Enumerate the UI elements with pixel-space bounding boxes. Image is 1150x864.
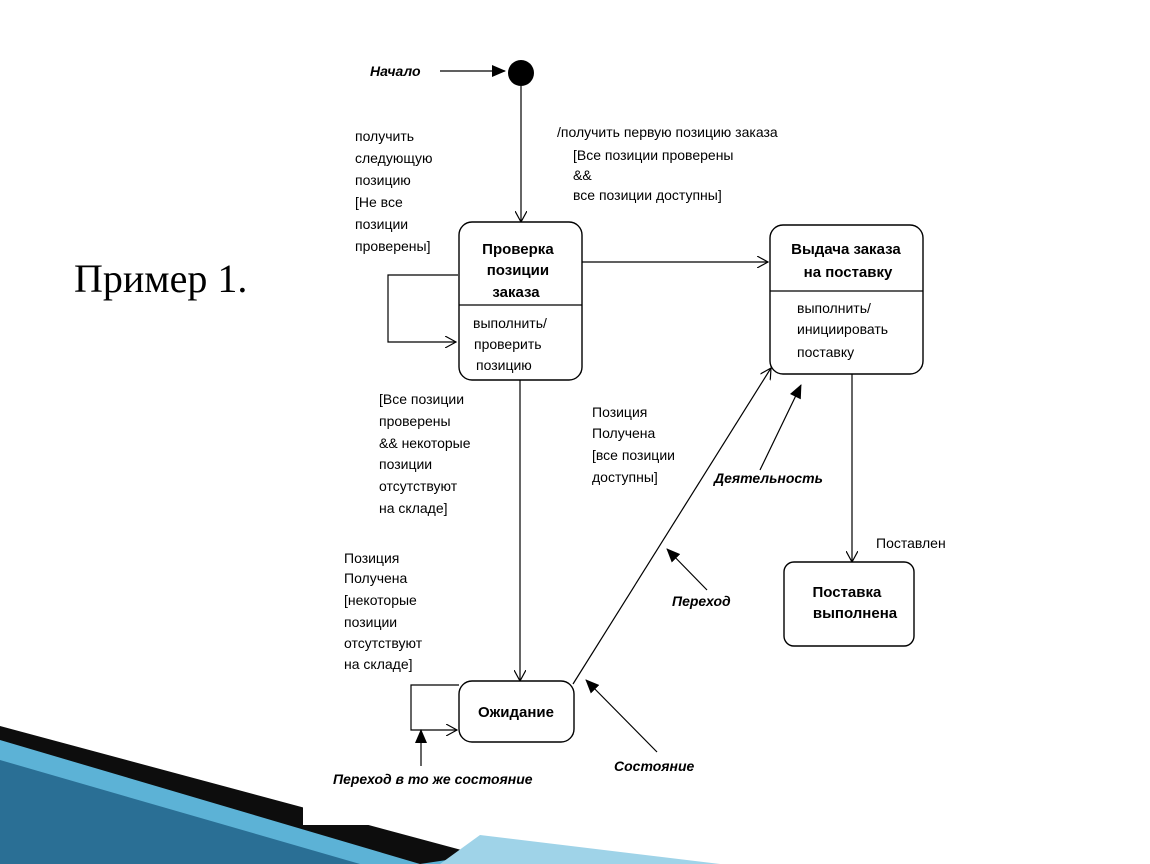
callout-self-transition-label: Переход в то же состояние bbox=[333, 771, 533, 787]
state-check-name: Проверка позиции заказа bbox=[482, 241, 558, 301]
initial-state-node bbox=[508, 60, 534, 86]
state-dispatch-name: Выдача заказа на поставку bbox=[791, 241, 905, 281]
state-delivered: Поставка выполнена bbox=[783, 561, 915, 647]
state-dispatch-action: выполнить/ инициировать поставку bbox=[797, 300, 892, 360]
transition-label-check-to-dispatch: /получить первую позицию заказа [Все поз… bbox=[557, 124, 782, 203]
transition-arrow-waiting-to-dispatch bbox=[572, 368, 771, 685]
callout-transition-label: Переход bbox=[672, 593, 731, 609]
transition-label-self-loop: получить следующую позицию [Не все позиц… bbox=[355, 128, 436, 254]
callout-state-label: Состояние bbox=[614, 758, 695, 774]
transition-label-dispatch-to-delivered: Поставлен bbox=[876, 535, 946, 551]
state-delivered-name: Поставка выполнена bbox=[812, 584, 897, 622]
transition-label-check-to-waiting: [Все позиции проверены && некоторые пози… bbox=[379, 391, 474, 516]
slide-title: Пример 1. bbox=[74, 256, 248, 301]
state-check-action: выполнить/ проверить позицию bbox=[473, 315, 551, 373]
self-loop-arrow-check bbox=[387, 274, 458, 342]
transition-label-waiting-self: Позиция Получена [некоторые позиции отсу… bbox=[344, 550, 426, 672]
self-loop-arrow-waiting bbox=[410, 684, 459, 730]
callout-state-arrow bbox=[585, 679, 658, 753]
start-label: Начало bbox=[370, 63, 421, 79]
callout-activity-arrow bbox=[759, 384, 802, 471]
state-dispatch-order: Выдача заказа на поставку выполнить/ ини… bbox=[769, 224, 924, 375]
slide-swoosh-decoration bbox=[0, 726, 720, 864]
callout-activity-label: Деятельность bbox=[713, 470, 823, 486]
state-waiting: Ожидание bbox=[458, 680, 575, 743]
transition-label-waiting-to-dispatch: Позиция Получена [все позиции доступны] bbox=[592, 404, 679, 485]
state-check-order-item: Проверка позиции заказа выполнить/ прове… bbox=[458, 221, 583, 381]
state-waiting-name: Ожидание bbox=[478, 704, 554, 721]
callout-transition-arrow bbox=[666, 548, 708, 591]
